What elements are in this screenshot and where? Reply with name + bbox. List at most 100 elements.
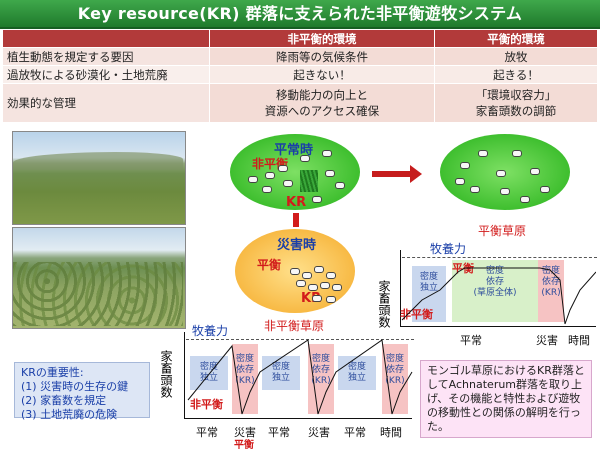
- big-graph-capacity-line: [186, 339, 414, 340]
- box-text: 独立: [271, 373, 290, 383]
- nonequilibrium-grassland-label: 非平衡草原: [264, 319, 325, 333]
- small-graph-ylabel: 家畜頭数: [377, 280, 391, 328]
- box-text: 密度: [199, 362, 218, 372]
- table-cell: 放牧: [433, 47, 599, 66]
- table-cell-line: 家畜頭数の調節: [475, 104, 557, 118]
- equilibrium-label: 平衡: [257, 258, 282, 272]
- hill-shape: [13, 152, 183, 170]
- small-graph-box-indep: 密度 独立: [412, 266, 446, 322]
- tussock-texture: [13, 262, 183, 326]
- table-header-blank: [2, 29, 210, 48]
- grassland-photo-top: [12, 131, 186, 225]
- table-header-row: 非平衡的環境 平衡的環境: [2, 29, 599, 48]
- big-graph-x-label: 平常: [344, 426, 366, 439]
- small-graph: 牧養力 家畜頭数 密度 独立 密度 依存 (草原全体) 密度 依存 (KR) 平…: [377, 236, 598, 352]
- box-text: (KR): [311, 376, 331, 386]
- small-graph-x-normal: 平常: [460, 334, 482, 347]
- big-graph-capacity-label: 牧養力: [192, 324, 229, 338]
- big-graph-x-label: 災害: [234, 426, 256, 439]
- kr-bottom-label: KR: [301, 291, 321, 306]
- big-graph-x-label: 平常: [268, 426, 290, 439]
- table-row: 過放牧による砂漠化・土地荒廃 起きない！ 起きる！: [2, 65, 599, 84]
- big-graph-x-label: 時間: [380, 426, 402, 439]
- table-cell: 降雨等の気候条件: [209, 47, 435, 66]
- box-text: 密度: [485, 266, 504, 276]
- small-graph-box-dep-all: 密度 依存 (草原全体): [452, 260, 538, 322]
- big-graph-x-sub: 平衡: [234, 440, 254, 451]
- box-text: 密度: [347, 362, 366, 372]
- box-text: 独立: [419, 283, 438, 293]
- big-graph-indep-2: 密度 独立: [262, 356, 300, 390]
- page-title: Key resource(KR) 群落に支えられた非平衡遊牧システム: [0, 0, 600, 29]
- disaster-time-label: 災害時: [277, 238, 317, 253]
- kr-importance-box: KRの重要性: (1) 災害時の生存の鍵 (2) 家畜数を規定 (3) 土地荒廃…: [14, 362, 150, 421]
- right-arrow-head: [410, 165, 422, 183]
- normal-time-ellipse: [230, 134, 360, 210]
- normal-time-label: 平常時: [274, 143, 314, 158]
- small-graph-x-disaster: 災害: [536, 334, 558, 347]
- big-graph-curve: [187, 339, 413, 415]
- table-cell: 起きる！: [433, 65, 599, 84]
- table-cell-line: 資源へのアクセス確保: [264, 104, 380, 118]
- table-header-nonequilibrium: 非平衡的環境: [209, 29, 435, 48]
- table-header-equilibrium: 平衡的環境: [433, 29, 599, 48]
- mongol-study-box: モンゴル草原におけるKR群落としてAchnaterum群落を取り上げ、その機能と…: [420, 360, 592, 438]
- box-text: 依存: [485, 277, 504, 287]
- box-text: (KR): [385, 376, 405, 386]
- box-text: 独立: [199, 373, 218, 383]
- vertical-arrow: [293, 213, 299, 227]
- box-text: 密度: [235, 354, 254, 364]
- big-graph-indep-3: 密度 独立: [338, 356, 376, 390]
- big-graph-dep-2: 密度 依存 (KR): [308, 344, 334, 414]
- right-arrow: [372, 171, 412, 177]
- small-graph-eq-label: 平衡: [452, 262, 474, 275]
- big-graph-indep-1: 密度 独立: [190, 356, 228, 390]
- big-graph-xaxis: [184, 418, 412, 419]
- table-row-label: 効果的な管理: [2, 83, 210, 123]
- kr-importance-item: (1) 災害時の生存の鍵: [21, 380, 129, 393]
- box-text: 密度: [311, 354, 330, 364]
- kr-importance-heading: KRの重要性:: [21, 366, 84, 379]
- table-cell: 「環境収容力」 家畜頭数の調節: [433, 83, 599, 123]
- big-graph-dep-3: 密度 依存 (KR): [382, 344, 408, 414]
- kr-importance-item: (2) 家畜数を規定: [21, 394, 107, 407]
- box-text: 依存: [235, 365, 254, 375]
- box-text: 依存: [385, 365, 404, 375]
- small-graph-x-time: 時間: [568, 334, 590, 347]
- table-row: 植生動態を規定する要因 降雨等の気候条件 放牧: [2, 47, 599, 66]
- box-text: (KR): [541, 288, 561, 298]
- box-text: (KR): [235, 376, 255, 386]
- small-graph-capacity-line: [402, 257, 597, 258]
- table-cell-line: 「環境収容力」: [475, 88, 557, 102]
- kr-label: KR: [286, 195, 307, 210]
- small-graph-capacity-label: 牧養力: [430, 242, 467, 256]
- big-graph-x-label: 災害: [308, 426, 330, 439]
- box-text: 依存: [541, 277, 560, 287]
- big-graph-dep-1: 密度 依存 (KR): [232, 344, 258, 414]
- small-graph-noneq-label: 非平衡: [400, 308, 433, 321]
- box-text: 密度: [271, 362, 290, 372]
- table-row-label: 植生動態を規定する要因: [2, 47, 210, 66]
- big-graph-ylabel: 家畜頭数: [159, 350, 173, 398]
- small-graph-yaxis: [400, 250, 401, 326]
- equilibrium-grassland-label: 平衡草原: [478, 224, 527, 238]
- box-text: 密度: [385, 354, 404, 364]
- box-text: 密度: [419, 272, 438, 282]
- table-cell-line: 移動能力の向上と: [275, 88, 368, 102]
- box-text: (草原全体): [473, 288, 517, 298]
- table-cell: 移動能力の向上と 資源へのアクセス確保: [209, 83, 435, 123]
- table-row: 効果的な管理 移動能力の向上と 資源へのアクセス確保 「環境収容力」 家畜頭数の…: [2, 83, 599, 123]
- big-graph-x-label: 平常: [196, 426, 218, 439]
- comparison-table: 非平衡的環境 平衡的環境 植生動態を規定する要因 降雨等の気候条件 放牧 過放牧…: [2, 29, 599, 123]
- small-graph-xaxis: [400, 326, 596, 327]
- big-graph: 牧養力 家畜頭数 密度 独立 密度 依存 (KR) 密度 独立 密度 依存 (K…: [150, 322, 416, 451]
- small-graph-curve: [401, 267, 596, 325]
- box-text: 依存: [311, 365, 330, 375]
- big-graph-yaxis: [184, 332, 185, 418]
- table-row-label: 過放牧による砂漠化・土地荒廃: [2, 65, 210, 84]
- mongol-study-text: モンゴル草原におけるKR群落としてAchnaterum群落を取り上げ、その機能と…: [427, 364, 585, 433]
- box-text: 独立: [347, 373, 366, 383]
- kr-importance-item: (3) 土地荒廃の危険: [21, 408, 118, 421]
- big-graph-noneq-label: 非平衡: [190, 398, 223, 411]
- table-cell: 起きない！: [209, 65, 435, 84]
